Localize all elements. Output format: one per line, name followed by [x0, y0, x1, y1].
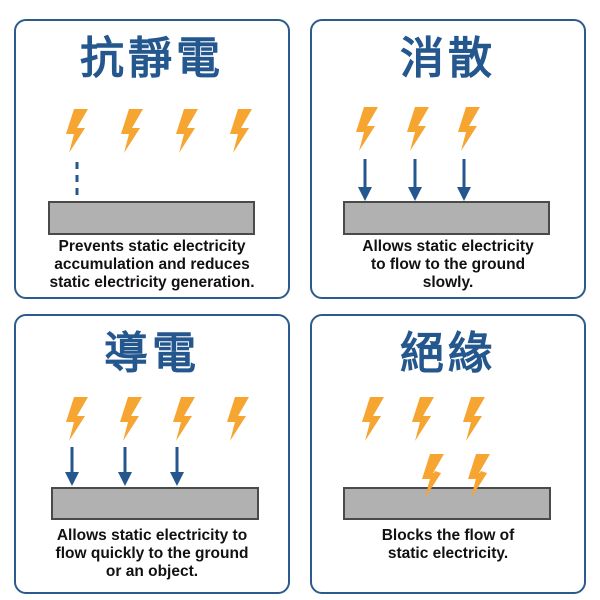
caption-line: Allows static electricity to — [56, 527, 248, 544]
panel-conductive: 導電 Allows static electricity to flow qui… — [14, 314, 290, 594]
caption-line: slowly. — [422, 274, 474, 291]
lightning-bolt-icon — [458, 107, 480, 151]
caption-line: to flow to the ground — [370, 256, 526, 273]
panel-caption: Allows static electricity to flow quickl… — [20, 527, 284, 581]
down-arrow-icon — [118, 447, 132, 486]
dissipative-illustration — [343, 107, 550, 235]
caption-line: flow quickly to the ground — [55, 545, 249, 562]
arrows — [358, 159, 471, 201]
caption-line: Blocks the flow of — [381, 527, 515, 544]
caption-line: static electricity generation. — [49, 274, 255, 291]
caption-line: static electricity. — [387, 545, 509, 562]
panel-insulative: 絕緣 Blocks the flow of static electricity… — [310, 314, 586, 594]
down-arrow-icon — [408, 159, 422, 201]
down-arrow-icon — [65, 447, 79, 486]
surface-plate — [343, 201, 550, 235]
caption-line: accumulation and reduces — [54, 256, 250, 273]
lightning-bolt-icon — [66, 397, 88, 441]
lightning-bolt-icon — [227, 397, 249, 441]
surface-plate — [51, 487, 259, 520]
down-arrow-icon — [457, 159, 471, 201]
lightning-bolt-icon — [66, 109, 88, 153]
caption-line: Prevents static electricity — [58, 238, 246, 255]
panel-title: 抗靜電 — [80, 33, 224, 84]
lightning-bolts — [66, 397, 249, 441]
surface-plate — [343, 487, 551, 520]
arrows — [65, 447, 184, 486]
panel-caption: Allows static electricity to flow to the… — [316, 238, 580, 292]
caption-line: or an object. — [105, 563, 199, 580]
lightning-bolt-icon — [425, 471, 441, 498]
panel-title: 消散 — [400, 33, 496, 84]
lightning-bolt-icon — [176, 109, 198, 153]
down-arrow-icon — [170, 447, 184, 486]
panel-title: 絕緣 — [400, 328, 496, 379]
surface-plate — [48, 201, 255, 235]
lightning-bolt-icon — [173, 397, 195, 441]
lightning-bolt-icon — [362, 397, 384, 441]
antistatic-illustration — [48, 109, 255, 235]
panel-dissipative: 消散 Allows static electricity to flow to … — [310, 19, 586, 299]
panel-caption: Prevents static electricity accumulation… — [20, 238, 284, 292]
lightning-bolts-overlap — [425, 471, 487, 498]
panel-antistatic: 抗靜電 Prevents static electricity accumula… — [14, 19, 290, 299]
caption-line: Allows static electricity — [362, 238, 534, 255]
lightning-bolt-icon — [463, 397, 485, 441]
lightning-bolt-icon — [412, 397, 434, 441]
lightning-bolts — [66, 109, 252, 153]
lightning-bolt-icon — [471, 471, 487, 498]
lightning-bolt-icon — [407, 107, 429, 151]
insulative-illustration — [343, 397, 551, 520]
lightning-bolt-icon — [356, 107, 378, 151]
conductive-illustration — [51, 397, 259, 520]
lightning-bolts — [356, 107, 480, 151]
lightning-bolt-icon — [230, 109, 252, 153]
panel-title: 導電 — [104, 328, 200, 379]
down-arrow-icon — [358, 159, 372, 201]
lightning-bolt-icon — [121, 109, 143, 153]
panel-caption: Blocks the flow of static electricity. — [316, 527, 580, 563]
lightning-bolt-icon — [120, 397, 142, 441]
lightning-bolts — [362, 397, 490, 498]
